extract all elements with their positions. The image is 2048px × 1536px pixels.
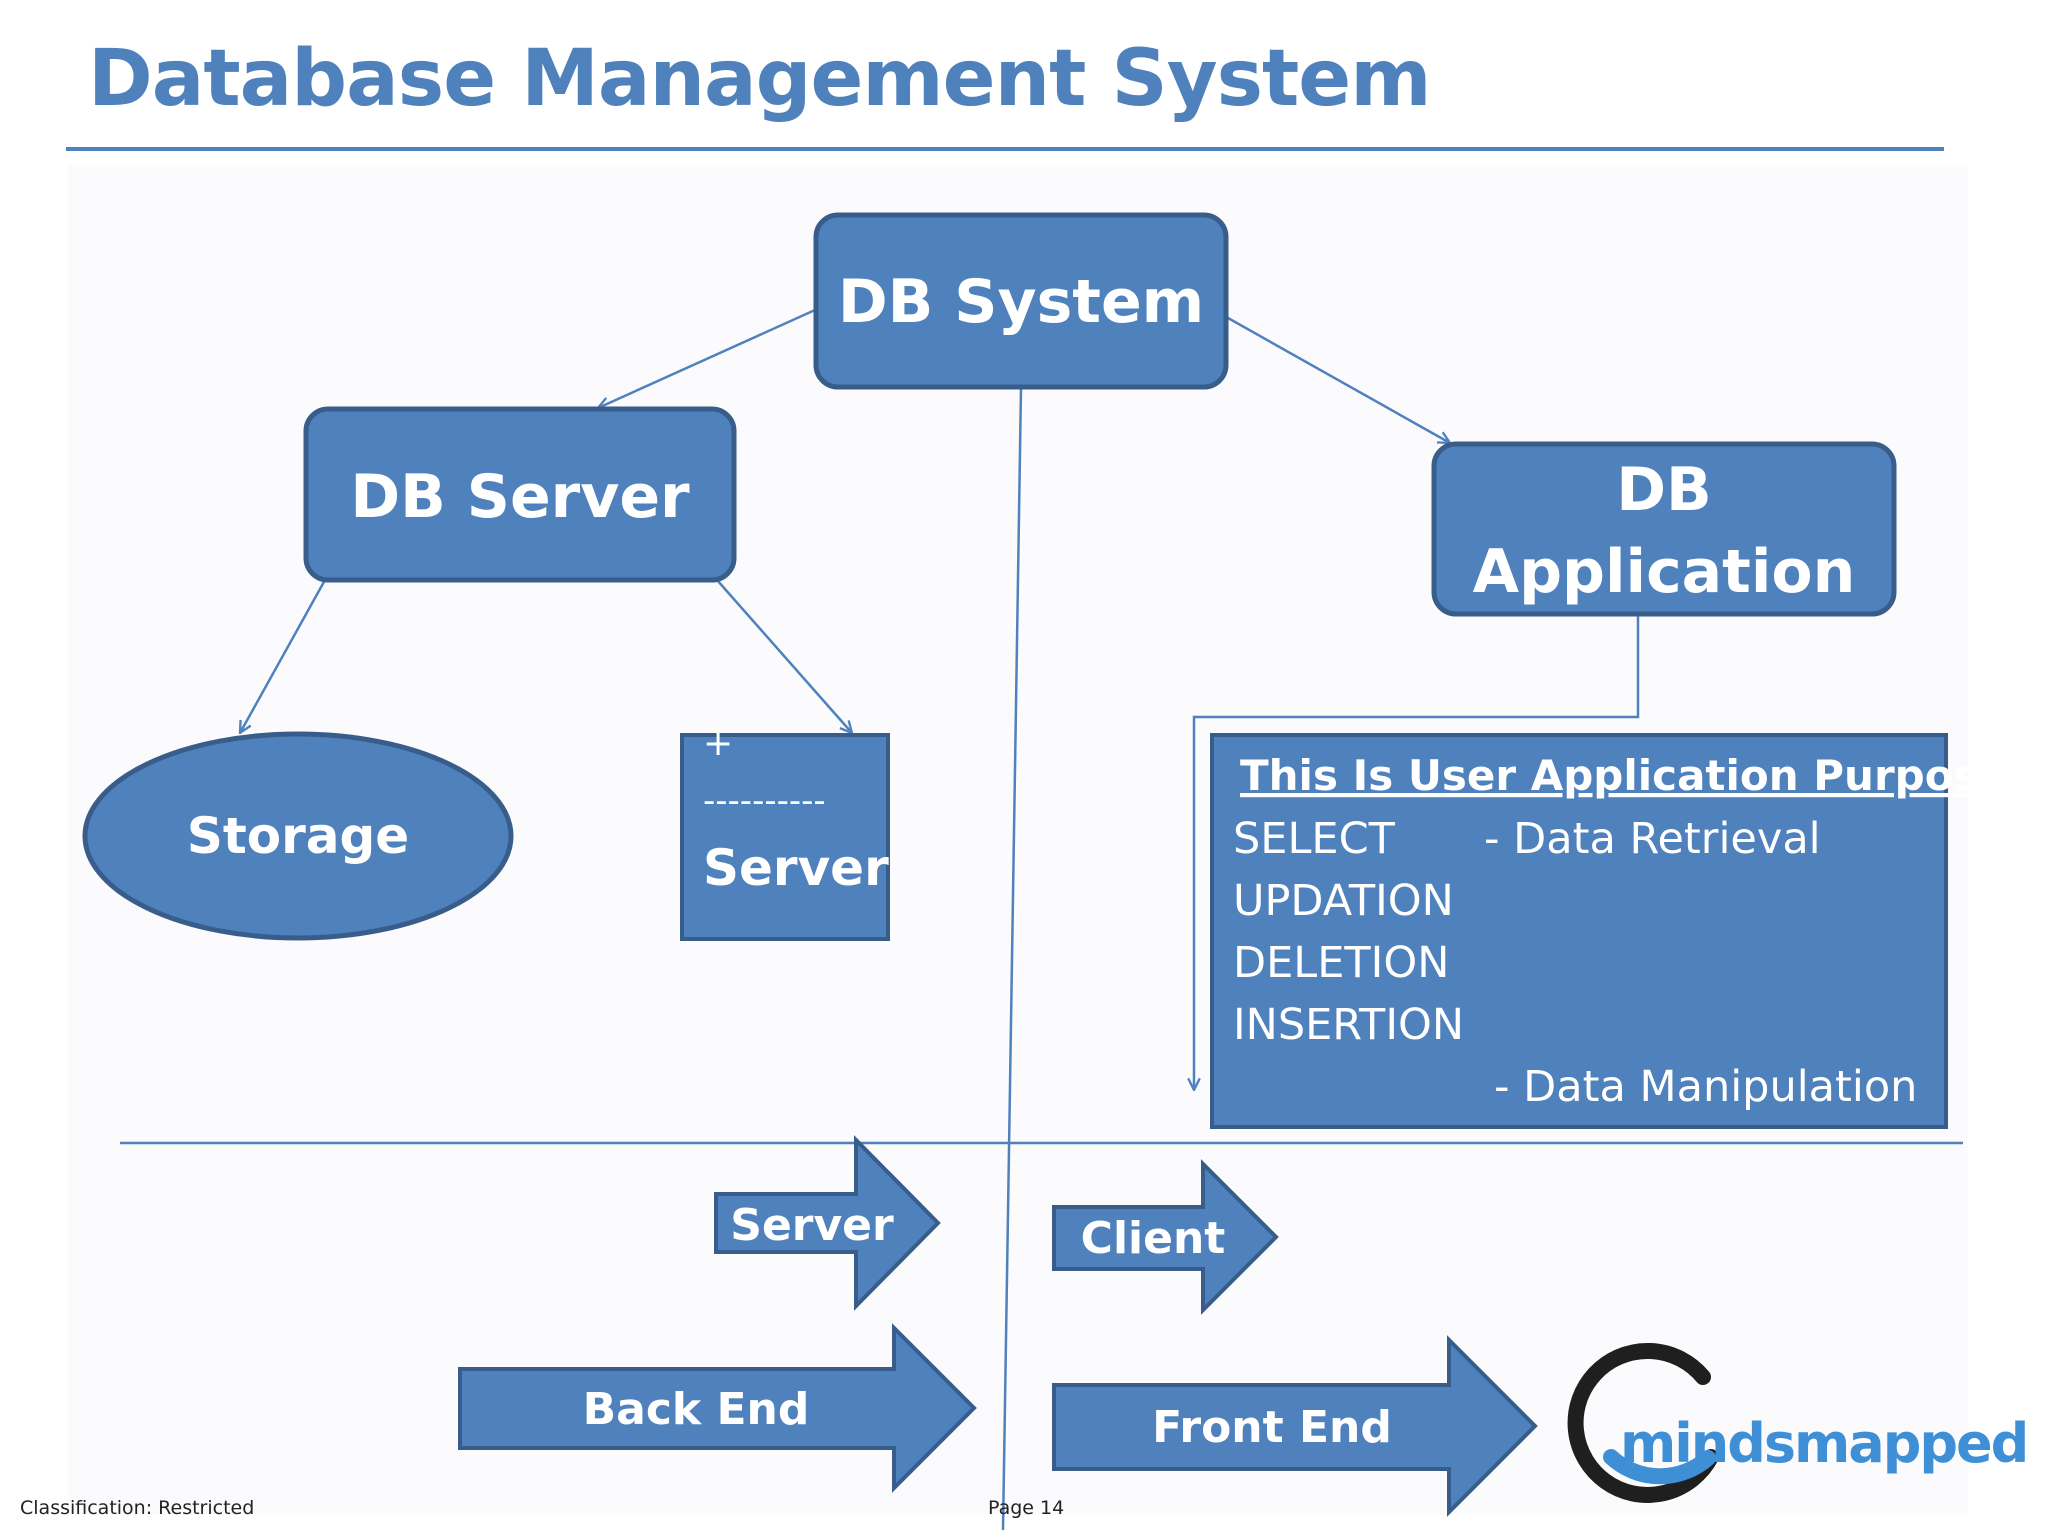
db-system-label: DB System (838, 267, 1204, 337)
server-box-label: Server (703, 839, 889, 897)
server-box-node: + ---------- Server (680, 723, 890, 941)
info-heading: This Is User Application Purpose (1240, 751, 2007, 800)
db-application-label-line2: Application (1473, 537, 1856, 607)
connector-system-to-application (1227, 316, 1450, 443)
server-box-dashes: ---------- (703, 781, 826, 821)
db-server-node: DB Server (303, 406, 737, 583)
server-box-plus: + (703, 723, 733, 764)
vertical-divider (1001, 387, 1023, 1531)
back-end-arrow-label: Back End (583, 1384, 810, 1435)
page-number: Page 14 (988, 1497, 1065, 1519)
info-description-select: - Data Retrieval (1484, 814, 1821, 864)
logo-text: mindsmapped (1620, 1412, 2027, 1475)
info-command-insertion: INSERTION (1233, 1000, 1464, 1050)
client-arrow-label: Client (1081, 1213, 1226, 1264)
storage-node: Storage (82, 731, 514, 941)
user-application-info-box: This Is User Application Purpose SELECT … (1210, 733, 2007, 1129)
classification-label: Classification: Restricted (20, 1497, 255, 1519)
connector-server-to-serverbox (716, 579, 852, 733)
title-underline (66, 147, 1944, 151)
client-arrow: Client (1052, 1159, 1279, 1315)
db-server-label: DB Server (350, 462, 690, 532)
front-end-arrow-label: Front End (1152, 1402, 1392, 1453)
info-command-select: SELECT (1233, 814, 1396, 864)
info-description-manipulation: - Data Manipulation (1494, 1062, 1917, 1112)
db-system-node: DB System (813, 212, 1229, 390)
connector-system-to-server (598, 308, 816, 408)
back-end-arrow: Back End (458, 1323, 977, 1493)
info-command-deletion: DELETION (1233, 938, 1449, 988)
info-command-updation: UPDATION (1233, 876, 1454, 926)
mindsmapped-logo: mindsmapped (1567, 1342, 2029, 1503)
connector-server-to-storage (240, 579, 327, 733)
connector-application-to-info (1194, 615, 1640, 1090)
front-end-arrow: Front End (1052, 1335, 1538, 1517)
server-arrow: Server (714, 1135, 941, 1311)
db-application-node: DB Application (1431, 441, 1897, 617)
slide-title: Database Management System (88, 34, 1431, 124)
storage-label: Storage (187, 807, 409, 865)
db-application-label-line1: DB (1616, 455, 1712, 525)
server-arrow-label: Server (730, 1200, 894, 1251)
